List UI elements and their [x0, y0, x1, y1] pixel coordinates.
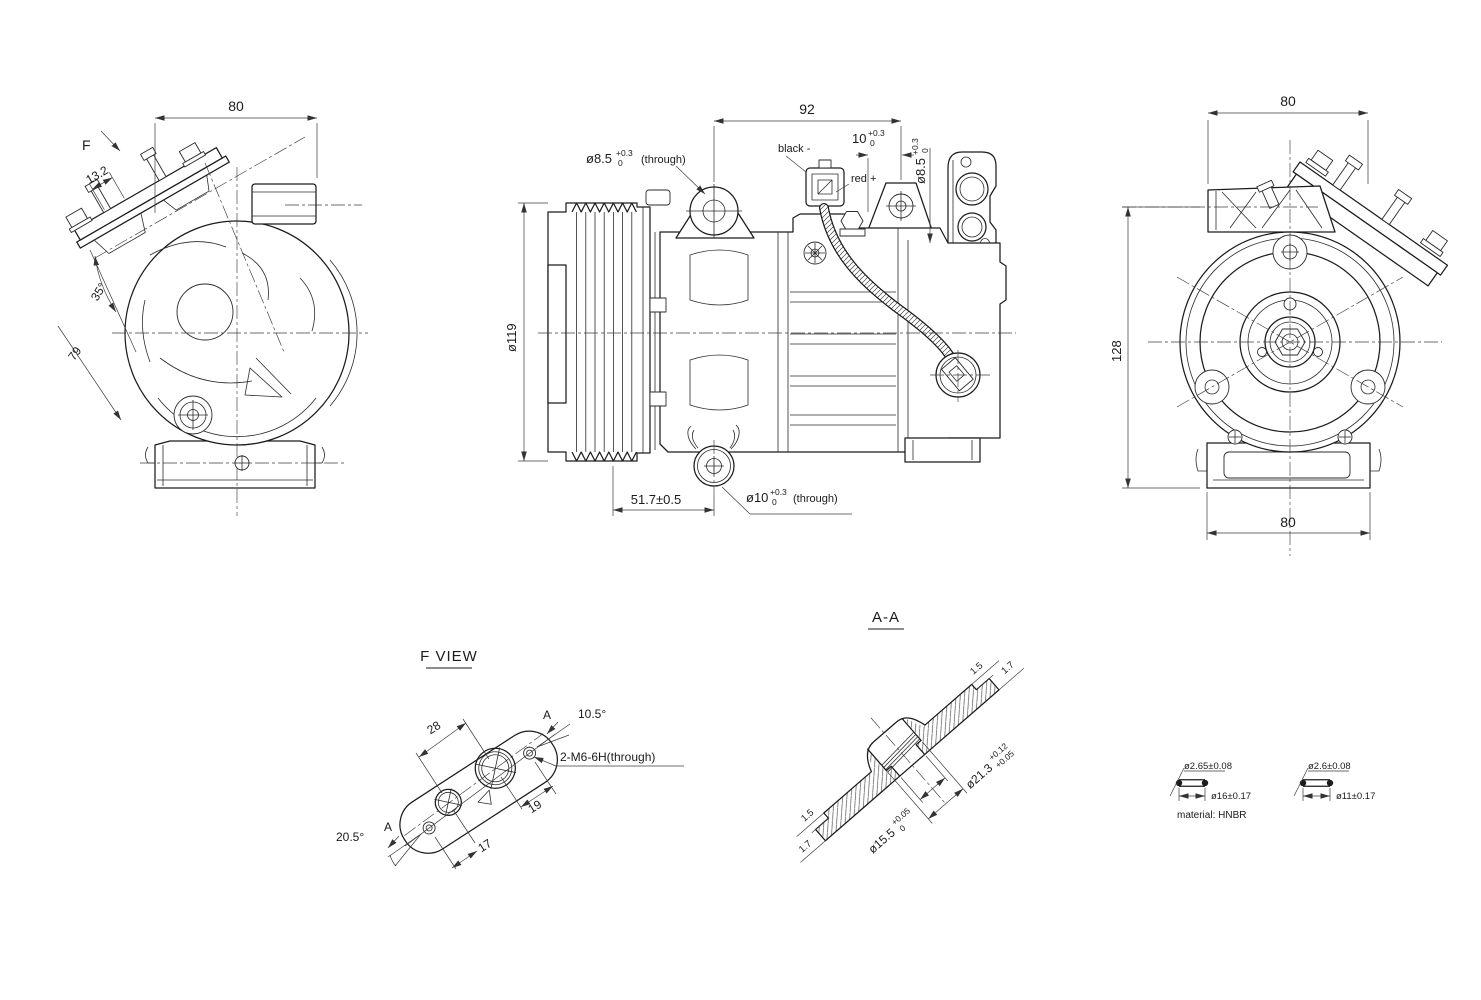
electrical-connector [805, 159, 845, 207]
hole-bottom-note: (through) [793, 493, 838, 505]
terminal-bolt [839, 211, 866, 237]
hex-bolt [1305, 149, 1334, 177]
top-bracket [1207, 179, 1336, 233]
port-flange-plate [399, 730, 558, 854]
dim-19-label: 19 [525, 797, 544, 816]
dim-17-label: 17 [475, 836, 494, 855]
left-side-view: 80 F 13.2 35° 79 [57, 98, 368, 516]
section-aa-title: A-A [872, 609, 900, 626]
section-mark-a-top: A [543, 708, 551, 722]
hole-rear-tol-up: +0.3 [910, 138, 920, 155]
stud-bolt [140, 146, 167, 182]
front-foot [1195, 442, 1382, 489]
body-interior [142, 241, 316, 435]
profile-view: 92 ø8.5 +0.3 0 (through) black - red + 1… [504, 101, 1016, 516]
view-arrow-f-label: F [82, 137, 91, 153]
dim-80-top-label: 80 [1280, 93, 1296, 109]
dim-128-label: 128 [1109, 340, 1124, 362]
wire-boss [930, 350, 990, 402]
front-view-dimensions: 80 128 80 [1109, 93, 1371, 540]
t17-top-label: 1.7 [999, 660, 1016, 677]
rear-mount-ear [867, 182, 933, 231]
port-boss [251, 183, 317, 225]
oring-small-cs-label: ø2.6±0.08 [1308, 761, 1351, 772]
profile-dimensions: 92 ø8.5 +0.3 0 (through) black - red + 1… [504, 101, 933, 516]
section-aa-view: A-A ø21.3 +0.12 +0.05 ø15.5 +0.05 0 [796, 609, 1025, 863]
bore-small-tol-dn: 0 [897, 823, 907, 834]
dim-80-bottom-label: 80 [1280, 514, 1296, 530]
hole-rear-dia: ø8.5 [913, 158, 928, 184]
f-view-dimensions: 28 19 17 10.5° A 20.5° A 2-M6-6H(through… [336, 707, 684, 870]
oring-large-cs-label: ø2.65±0.08 [1184, 761, 1232, 772]
wire-harness [819, 203, 958, 367]
rear-port-flange [947, 151, 997, 253]
f-view: F VIEW 28 19 [336, 648, 684, 870]
hole-top-tol-up: +0.3 [616, 148, 633, 158]
rim-bolt [1227, 429, 1243, 445]
dim-79-label: 79 [65, 344, 84, 363]
wire-positive-label: red + [851, 173, 876, 185]
hole-top-dia: ø8.5 [586, 151, 612, 166]
dim-10-tol-dn: 0 [870, 138, 875, 148]
hole-bottom-tol-up: +0.3 [770, 487, 787, 497]
oring-detail-large: ø2.65±0.08 ø16±0.17 material: HNBR [1169, 761, 1251, 821]
dim-10-tol-up: +0.3 [868, 128, 885, 138]
dim-10-5deg-label: 10.5° [578, 707, 606, 721]
dim-80-label: 80 [228, 98, 244, 114]
bore-small-dia: ø15.5 [865, 825, 898, 856]
front-view: 80 128 80 [1109, 93, 1449, 556]
rear-foot [904, 437, 981, 463]
vent-cap [803, 241, 827, 265]
hex-bolt [1420, 230, 1448, 257]
hole-bottom-dia: ø10 [746, 490, 768, 505]
thread-note-label: 2-M6-6H(through) [560, 750, 655, 764]
rim-bolt [1337, 429, 1353, 445]
hole-top-tol-dn: 0 [618, 158, 623, 168]
pulley [547, 189, 671, 462]
dim-28-label: 28 [424, 718, 443, 737]
dim-pulley-dia-label: ø119 [504, 323, 519, 352]
section-mark-a-bottom: A [384, 820, 392, 834]
body-ribs [689, 228, 909, 452]
dim-20-5deg-label: 20.5° [336, 830, 364, 844]
hex-bolt [65, 207, 93, 233]
f-view-title: F VIEW [420, 648, 478, 665]
stud-bolt [1381, 189, 1413, 225]
hex-bolt [178, 142, 206, 168]
oring-large-id-label: ø16±0.17 [1211, 791, 1251, 802]
locating-cutout [477, 789, 492, 805]
wire-negative-label: black - [778, 143, 811, 155]
front-mount-ear [675, 184, 755, 239]
hole-bottom-tol-dn: 0 [772, 497, 777, 507]
hole-top-note: (through) [641, 154, 686, 166]
dim-35deg-label: 35° [88, 280, 110, 303]
dim-10-val: 10 [852, 131, 866, 146]
dim-foot-label: 51.7±0.5 [631, 492, 682, 507]
oring-small-id-label: ø11±0.17 [1336, 791, 1375, 802]
dim-92-label: 92 [799, 101, 815, 117]
hole-rear-tol-dn: 0 [920, 148, 930, 153]
bore-large-dia: ø21.3 [963, 761, 996, 792]
stud-bolt [1332, 154, 1363, 191]
oring-material-note: material: HNBR [1177, 810, 1246, 821]
oring-detail-small: ø2.6±0.08 ø11±0.17 [1293, 761, 1375, 802]
